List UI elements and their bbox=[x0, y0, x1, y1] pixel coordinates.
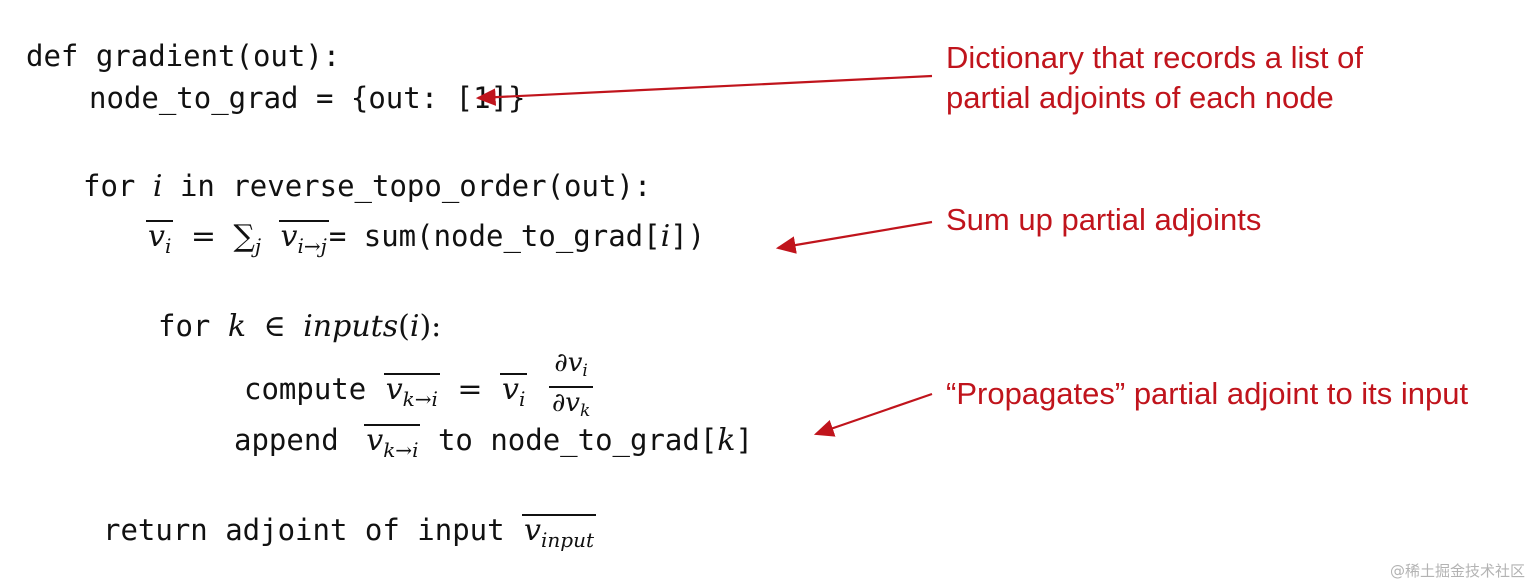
annotation-dictionary-line1: Dictionary that records a list of bbox=[946, 40, 1363, 75]
node-to-grad-init: node_to_grad = {out: [1]} bbox=[89, 81, 526, 115]
vbar-i-to-j: vi→j bbox=[278, 220, 329, 261]
vbar-i: vi bbox=[146, 220, 174, 261]
annotation-sum: Sum up partial adjoints bbox=[946, 202, 1262, 237]
for-keyword: for bbox=[83, 169, 136, 203]
def-statement: def gradient(out): bbox=[26, 39, 341, 73]
vbar-i-rhs: vi bbox=[500, 373, 528, 414]
code-line-compute: compute vk→i = vi ∂vi ∂vk bbox=[244, 348, 597, 426]
arrow-to-append bbox=[813, 392, 933, 437]
watermark: @稀土掘金技术社区 bbox=[1389, 562, 1525, 580]
code-line-sum: vi = ∑j vi→j= sum(node_to_grad[i]) bbox=[146, 216, 705, 266]
append-close: ] bbox=[735, 423, 753, 457]
equals-sign: = bbox=[190, 219, 216, 254]
compute-keyword: compute bbox=[244, 372, 367, 406]
arrow-to-sum bbox=[775, 220, 933, 254]
code-line-init: node_to_grad = {out: [1]} bbox=[89, 78, 526, 118]
annotation-dictionary: Dictionary that records a list of partia… bbox=[946, 38, 1363, 118]
code-line-outer-for: for i in reverse_topo_order(out): bbox=[83, 166, 651, 207]
inner-for-keyword: for bbox=[158, 309, 211, 343]
arrow-to-node-to-grad bbox=[475, 74, 933, 106]
annotation-propagates: “Propagates” partial adjoint to its inpu… bbox=[946, 376, 1469, 411]
partial-derivative-fraction: ∂vi ∂vk bbox=[548, 348, 594, 426]
vbar-k-to-i-append: vk→i bbox=[364, 424, 421, 465]
sum-call: = sum(node_to_grad[ bbox=[328, 219, 661, 253]
fraction-denominator: ∂vk bbox=[551, 388, 591, 421]
element-of-symbol: ∈ bbox=[263, 309, 286, 344]
sum-call-close: ]) bbox=[670, 219, 706, 253]
fraction-numerator: ∂vi bbox=[548, 348, 594, 388]
vbar-k-to-i: vk→i bbox=[383, 373, 440, 414]
reverse-topo-clause: in reverse_topo_order(out): bbox=[179, 169, 652, 203]
code-line-inner-for: for k ∈ inputs(i): bbox=[158, 309, 442, 344]
compute-equals: = bbox=[457, 372, 483, 407]
loop-variable-k: k bbox=[227, 309, 247, 344]
annotation-dictionary-line2: partial adjoints of each node bbox=[946, 80, 1334, 115]
code-line-def: def gradient(out): bbox=[26, 36, 340, 76]
append-target: to node_to_grad[ bbox=[437, 423, 718, 457]
sum-call-index: i bbox=[660, 219, 671, 254]
code-line-append: append vk→i to node_to_grad[k] bbox=[234, 420, 753, 465]
return-statement: return adjoint of input bbox=[103, 513, 505, 547]
loop-variable-i: i bbox=[152, 169, 163, 204]
append-index-k: k bbox=[717, 423, 736, 458]
inputs-function: inputs bbox=[303, 309, 399, 344]
code-line-return: return adjoint of input vinput bbox=[103, 510, 596, 555]
vbar-input: vinput bbox=[522, 514, 596, 555]
inputs-arg-i: i bbox=[409, 309, 420, 344]
sum-subscript: j bbox=[254, 234, 262, 258]
append-keyword: append bbox=[234, 423, 339, 457]
sum-symbol: ∑ bbox=[233, 219, 255, 254]
